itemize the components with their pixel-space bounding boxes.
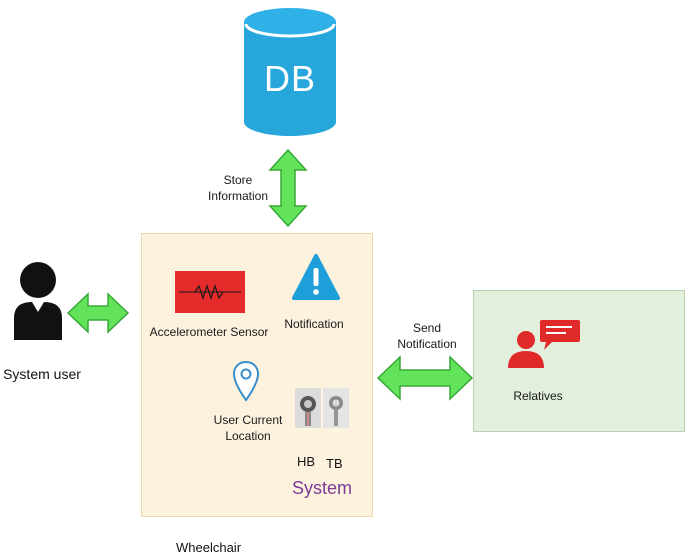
database-cylinder: DB xyxy=(240,4,340,140)
wheelchair-caption: Wheelchair xyxy=(176,540,242,555)
send-notification-label: Send Notification xyxy=(397,321,457,351)
relatives-label: Relatives xyxy=(513,389,563,403)
hb-sensor-image xyxy=(295,388,321,428)
warning-icon xyxy=(292,252,340,302)
send-arrow xyxy=(376,355,474,401)
user-current-location-label: User Current Location xyxy=(213,413,283,443)
store-information-label: Store Information xyxy=(207,173,269,203)
system-user-label: System user xyxy=(3,366,81,382)
accelerometer-sensor-label: Accelerometer Sensor xyxy=(149,325,269,339)
user-arrow xyxy=(66,292,130,334)
hb-label: HB xyxy=(297,454,316,469)
accelerometer-sensor-icon xyxy=(175,271,245,313)
relatives-box xyxy=(473,290,685,432)
location-pin-icon xyxy=(232,360,260,404)
notification-label: Notification xyxy=(284,317,344,331)
person-icon xyxy=(10,258,66,340)
system-label: System xyxy=(292,478,353,498)
tb-label: TB xyxy=(326,456,343,471)
store-arrow xyxy=(268,148,308,228)
database-label: DB xyxy=(263,58,316,99)
relatives-chat-icon xyxy=(506,318,582,368)
tb-sensor-image xyxy=(323,388,349,428)
